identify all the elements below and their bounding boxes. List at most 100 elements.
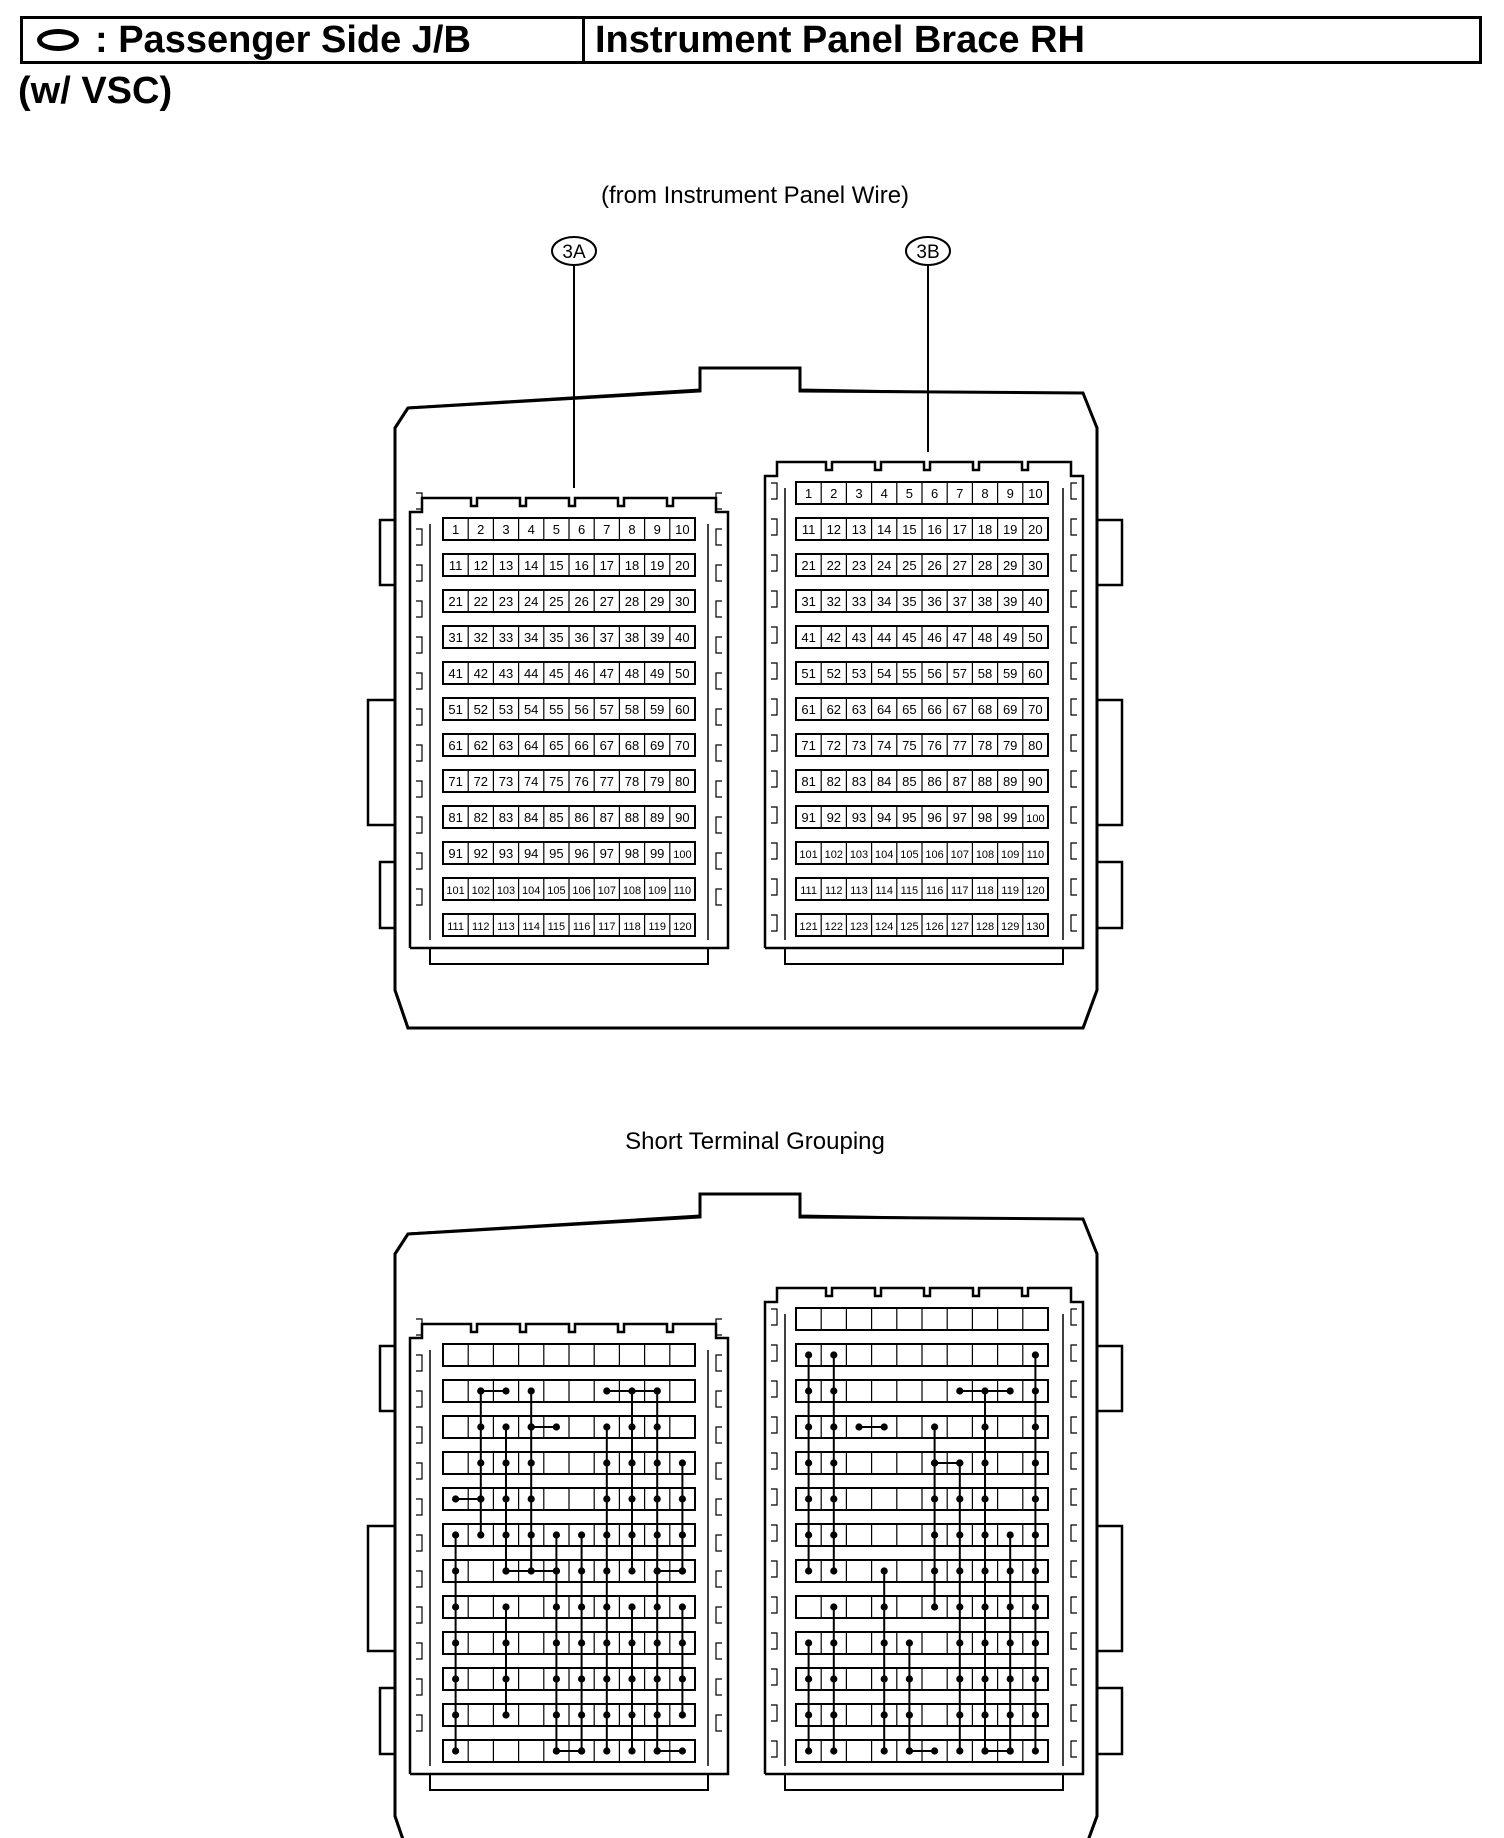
terminal-dot bbox=[956, 1567, 964, 1575]
pin-number: 14 bbox=[524, 558, 538, 573]
connector-comb bbox=[771, 1668, 778, 1686]
connector-comb bbox=[771, 1416, 778, 1434]
terminal-dot bbox=[830, 1459, 838, 1467]
terminal-dot bbox=[578, 1711, 586, 1719]
pin-number: 22 bbox=[827, 558, 841, 573]
pin-number: 88 bbox=[625, 810, 639, 825]
pin-number: 36 bbox=[927, 594, 941, 609]
pin-number: 120 bbox=[1026, 885, 1044, 897]
short-terminal-block bbox=[366, 1192, 1124, 1838]
pin-number: 109 bbox=[648, 885, 666, 897]
pin-number: 87 bbox=[600, 810, 614, 825]
pin-number: 95 bbox=[549, 846, 563, 861]
pin-number: 104 bbox=[875, 849, 893, 861]
pin-number: 35 bbox=[902, 594, 916, 609]
terminal-dot bbox=[931, 1423, 939, 1431]
pin-number: 72 bbox=[827, 738, 841, 753]
pin-number: 125 bbox=[900, 921, 918, 933]
pin-number: 18 bbox=[978, 522, 992, 537]
terminal-dot bbox=[1031, 1423, 1039, 1431]
pin-number: 39 bbox=[650, 630, 664, 645]
terminal-dot bbox=[1031, 1711, 1039, 1719]
connector-comb bbox=[715, 1606, 722, 1624]
terminal-dot bbox=[678, 1711, 687, 1719]
pin-number: 40 bbox=[1028, 594, 1042, 609]
pin-number: 120 bbox=[673, 921, 691, 933]
pin-number: 11 bbox=[802, 522, 816, 537]
pin-number: 23 bbox=[499, 594, 513, 609]
connector-comb bbox=[416, 1426, 423, 1444]
connector-comb bbox=[1070, 1344, 1077, 1362]
terminal-dot bbox=[830, 1423, 838, 1431]
terminal-dot bbox=[477, 1423, 485, 1431]
pin-number: 66 bbox=[574, 738, 588, 753]
terminal-dot bbox=[981, 1603, 989, 1611]
pin-number: 101 bbox=[446, 885, 464, 897]
terminal-dot bbox=[678, 1639, 687, 1647]
connector-comb bbox=[1070, 1452, 1077, 1470]
connector-comb bbox=[416, 1534, 423, 1552]
terminal-dot bbox=[830, 1495, 838, 1503]
pin-number: 71 bbox=[448, 774, 462, 789]
pin-number: 19 bbox=[1003, 522, 1017, 537]
pin-number: 3 bbox=[855, 486, 862, 501]
pin-number: 68 bbox=[625, 738, 639, 753]
pin-number: 93 bbox=[852, 810, 866, 825]
terminal-dot bbox=[880, 1639, 888, 1647]
pin-number: 19 bbox=[650, 558, 664, 573]
pin-number: 50 bbox=[675, 666, 689, 681]
pin-number: 47 bbox=[600, 666, 614, 681]
connector-comb bbox=[416, 1390, 423, 1408]
pin-number: 119 bbox=[648, 921, 666, 933]
pin-number: 67 bbox=[953, 702, 967, 717]
terminal-dot bbox=[805, 1531, 813, 1539]
terminal-dot bbox=[603, 1639, 611, 1647]
pin-number: 48 bbox=[978, 630, 992, 645]
terminal-dot bbox=[931, 1531, 939, 1539]
pin-number: 8 bbox=[628, 522, 635, 537]
pin-number: 79 bbox=[650, 774, 664, 789]
connector-callout-3B: 3B bbox=[905, 236, 951, 452]
header-legend-cell: : Passenger Side J/B bbox=[23, 19, 585, 61]
header-bar: : Passenger Side J/B Instrument Panel Br… bbox=[20, 16, 1482, 64]
terminal-dot bbox=[981, 1747, 989, 1755]
pin-number: 91 bbox=[448, 846, 462, 861]
terminal-dot bbox=[981, 1459, 989, 1467]
pin-number: 59 bbox=[1003, 666, 1017, 681]
pin-number: 18 bbox=[625, 558, 639, 573]
pin-number: 73 bbox=[499, 774, 513, 789]
terminal-dot bbox=[981, 1711, 989, 1719]
pin-number: 60 bbox=[1028, 666, 1042, 681]
terminal-dot bbox=[855, 1423, 863, 1431]
pin-number: 85 bbox=[902, 774, 916, 789]
terminal-dot bbox=[1031, 1531, 1039, 1539]
side-tab-right bbox=[1095, 1344, 1124, 1413]
connector-comb bbox=[715, 528, 722, 546]
terminal-dot bbox=[452, 1531, 460, 1539]
connector-comb bbox=[771, 1452, 778, 1470]
connector-frame bbox=[763, 460, 1085, 950]
pin-number: 16 bbox=[574, 558, 588, 573]
connector-comb bbox=[771, 590, 778, 608]
connector-comb bbox=[1070, 770, 1077, 788]
pin-number: 50 bbox=[1028, 630, 1042, 645]
terminal-dot bbox=[552, 1567, 561, 1575]
terminal-dot bbox=[452, 1603, 460, 1611]
header-location: Instrument Panel Brace RH bbox=[595, 18, 1085, 61]
pin-number: 73 bbox=[852, 738, 866, 753]
terminal-dot bbox=[1031, 1675, 1039, 1683]
pin-number: 104 bbox=[522, 885, 540, 897]
terminal-dot bbox=[653, 1531, 661, 1539]
terminal-dot bbox=[653, 1495, 661, 1503]
connector-3A bbox=[408, 1318, 730, 1791]
terminal-dot bbox=[653, 1711, 661, 1719]
pin-number: 39 bbox=[1003, 594, 1017, 609]
pin-number: 96 bbox=[927, 810, 941, 825]
pin-number: 89 bbox=[650, 810, 664, 825]
pin-number: 84 bbox=[524, 810, 538, 825]
terminal-dot bbox=[678, 1459, 687, 1467]
terminal-dot bbox=[477, 1459, 485, 1467]
pin-number: 103 bbox=[850, 849, 868, 861]
pin-number: 26 bbox=[927, 558, 941, 573]
